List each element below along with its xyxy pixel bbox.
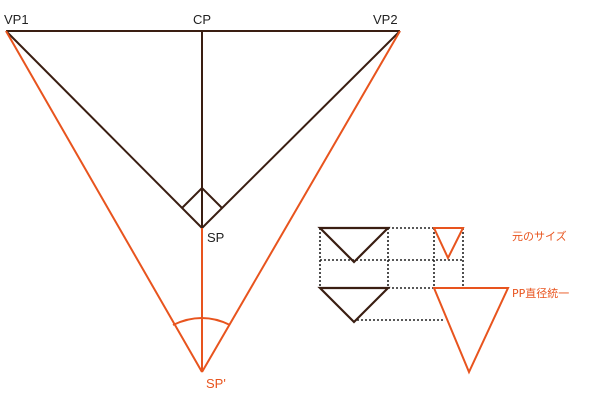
label-vp2: VP2 <box>373 12 398 27</box>
scaled-triangle <box>317 286 391 324</box>
vp2-to-sp-line <box>201 30 401 229</box>
angle-arc <box>172 317 231 326</box>
right-angle-marker <box>181 186 223 209</box>
main-construction <box>5 30 401 229</box>
note-original-size: 元のサイズ <box>512 229 567 243</box>
vp2-to-sp-prime-line <box>201 30 401 373</box>
label-cp: CP <box>193 12 211 27</box>
orange-construction <box>5 30 401 373</box>
label-vp1: VP1 <box>4 12 29 27</box>
original-size-orange-triangle <box>432 227 465 261</box>
vp1-to-sp-line <box>5 30 203 229</box>
note-pp-unified: PP直径統一 <box>512 286 569 300</box>
dotted-guides <box>319 227 464 321</box>
original-triangle <box>317 226 391 264</box>
pp-unified-orange-triangle <box>432 287 510 375</box>
vp1-to-sp-prime-line <box>5 30 203 373</box>
label-sp: SP <box>207 230 224 245</box>
comparison-figures <box>317 226 510 375</box>
label-sp-prime: SP' <box>206 376 226 391</box>
